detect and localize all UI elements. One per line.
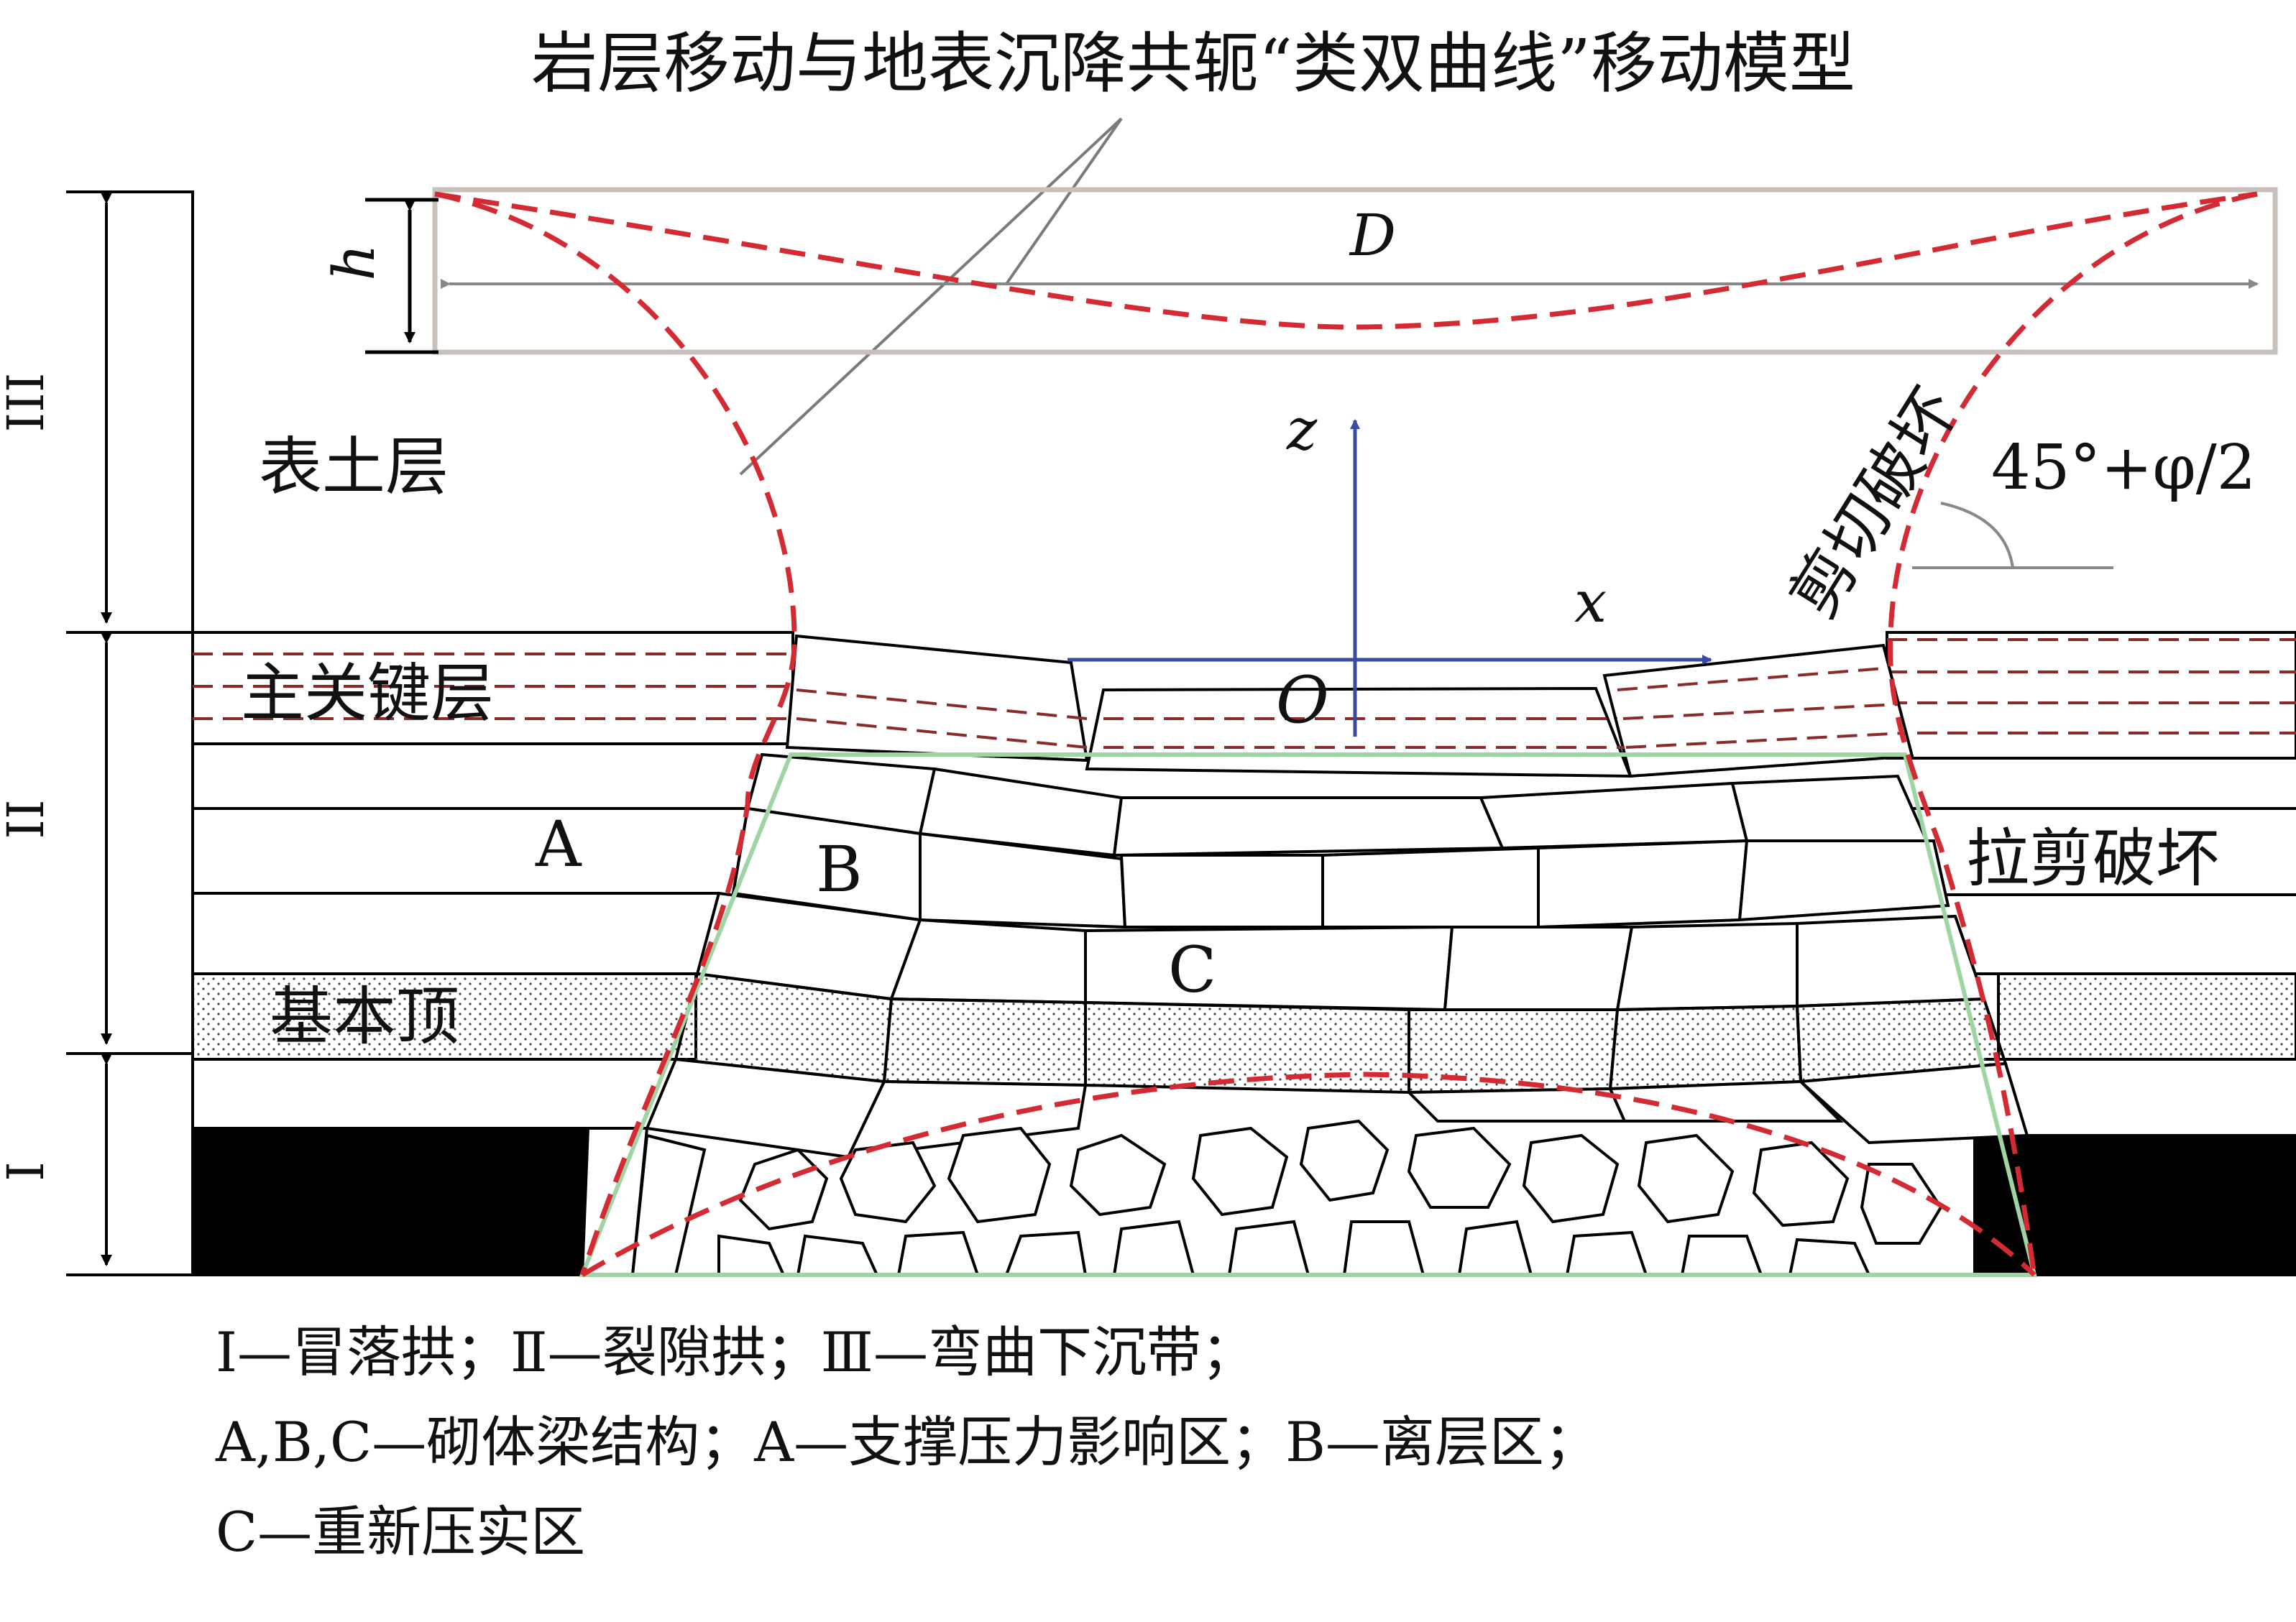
main-key-stratum-label: 主关键层 xyxy=(241,656,494,730)
block-B-label: B xyxy=(816,832,863,906)
zone-II-label: II xyxy=(0,799,55,839)
x-label: x xyxy=(1574,568,1607,635)
diagram-title: 岩层移动与地表沉降共轭“类双曲线”移动模型 xyxy=(531,25,1855,102)
angle-label: 45°+φ/2 xyxy=(1991,432,2256,504)
legend-line-1: Ⅰ—冒落拱；Ⅱ—裂隙拱；Ⅲ—弯曲下沉带； xyxy=(216,1320,1256,1384)
z-label: z xyxy=(1286,396,1318,463)
h-dimension xyxy=(365,198,438,354)
angle-arc xyxy=(1940,502,2014,568)
basic-roof-right xyxy=(1997,972,2296,1061)
legend-line-2: A,B,C—砌体梁结构；A—支撑压力影响区；B—离层区； xyxy=(216,1410,1599,1474)
caved-rubble xyxy=(580,1119,1943,1276)
voussoir-beam-blocks xyxy=(645,752,2029,1159)
subsidence-box xyxy=(432,187,2278,355)
coal-seam-right xyxy=(1973,1135,2296,1275)
h-label: h xyxy=(321,244,387,281)
zone-I-label: I xyxy=(0,1161,55,1181)
basic-roof-left xyxy=(191,972,697,1061)
block-C-label: C xyxy=(1168,933,1216,1007)
topsoil-label: 表土层 xyxy=(259,430,449,504)
zone-III-label: III xyxy=(0,373,55,433)
hyperbola-curves xyxy=(434,191,2258,1278)
block-A-label: A xyxy=(535,807,582,881)
origin-label: O xyxy=(1276,663,1329,738)
legend-line-3: C—重新压实区 xyxy=(216,1500,586,1564)
basic-roof-label: 基本顶 xyxy=(270,980,459,1054)
tension-shear-failure-label: 拉剪破坏 xyxy=(1966,821,2219,895)
title-pointer-lines xyxy=(739,117,1123,476)
coal-seam-left xyxy=(193,1128,588,1275)
D-label: D xyxy=(1349,202,1396,269)
